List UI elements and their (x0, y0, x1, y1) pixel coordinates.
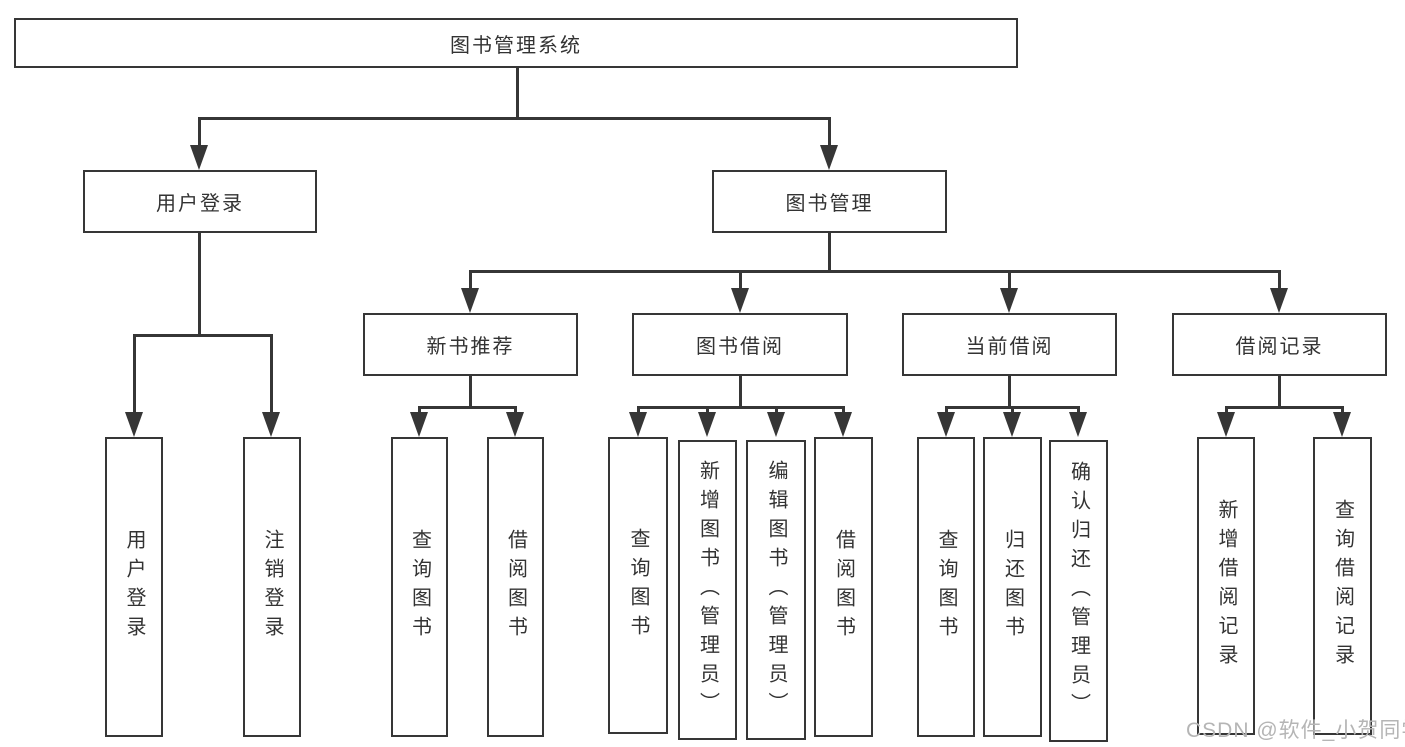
node-book-mgmt-label: 图书管理 (785, 193, 874, 215)
node-book-borrow-label: 图书借阅 (696, 336, 784, 358)
arrowhead-icon (461, 288, 479, 313)
node-user-login: 用户登录 (83, 170, 317, 233)
connector-line (133, 334, 273, 337)
arrowhead-icon (1069, 412, 1087, 437)
leaf-user-login: 用户登录 (105, 437, 163, 737)
node-user-login-label: 用户登录 (156, 193, 244, 215)
connector-line (1225, 406, 1344, 409)
leaf-bb-edit-books: 编辑图书（管理员） (746, 440, 806, 740)
leaf-rec-query-books: 查询图书 (391, 437, 448, 737)
leaf-rec-borrow-books-label: 借阅图书 (504, 529, 527, 645)
leaf-br-query-record-label: 查询借阅记录 (1331, 499, 1354, 673)
arrowhead-icon (125, 412, 143, 437)
connector-line (828, 233, 831, 273)
arrowhead-icon (1003, 412, 1021, 437)
arrowhead-icon (937, 412, 955, 437)
arrowhead-icon (1270, 288, 1288, 313)
connector-line (469, 270, 472, 292)
arrowhead-icon (767, 412, 785, 437)
node-current-borrow-label: 当前借阅 (965, 336, 1054, 358)
leaf-br-add-record-label: 新增借阅记录 (1215, 499, 1237, 673)
node-new-book-rec-label: 新书推荐 (426, 336, 515, 358)
leaf-rec-query-books-label: 查询图书 (408, 529, 431, 645)
leaf-bb-add-books: 新增图书（管理员） (678, 440, 737, 740)
connector-line (1008, 270, 1011, 292)
leaf-rec-borrow-books: 借阅图书 (487, 437, 544, 737)
connector-line (133, 334, 136, 416)
connector-line (1278, 376, 1281, 409)
connector-line (516, 68, 519, 120)
node-new-book-rec: 新书推荐 (363, 313, 578, 376)
node-root-label: 图书管理系统 (450, 34, 582, 57)
leaf-cb-confirm-return-label: 确认归还（管理员） (1067, 460, 1090, 722)
arrowhead-icon (698, 412, 716, 437)
leaf-cb-query-books-label: 查询图书 (935, 529, 957, 645)
leaf-cb-confirm-return: 确认归还（管理员） (1049, 440, 1108, 742)
leaf-cb-query-books: 查询图书 (917, 437, 975, 737)
node-borrow-records: 借阅记录 (1172, 313, 1387, 376)
arrowhead-icon (629, 412, 647, 437)
leaf-logout: 注销登录 (243, 437, 301, 737)
leaf-br-add-record: 新增借阅记录 (1197, 437, 1255, 735)
arrowhead-icon (410, 412, 428, 437)
arrowhead-icon (506, 412, 524, 437)
arrowhead-icon (1217, 412, 1235, 437)
node-book-mgmt: 图书管理 (712, 170, 947, 233)
connector-line (739, 270, 742, 292)
leaf-br-query-record: 查询借阅记录 (1313, 437, 1372, 735)
connector-line (270, 334, 273, 416)
leaf-cb-return-books-label: 归还图书 (1001, 529, 1024, 645)
connector-line (198, 233, 201, 337)
arrowhead-icon (731, 288, 749, 313)
leaf-bb-query-books-label: 查询图书 (627, 527, 649, 644)
connector-line (1008, 376, 1011, 409)
leaf-user-login-label: 用户登录 (123, 529, 145, 645)
connector-line (418, 406, 517, 409)
leaf-bb-edit-books-label: 编辑图书（管理员） (765, 459, 787, 721)
leaf-logout-label: 注销登录 (261, 529, 283, 645)
leaf-bb-borrow-books: 借阅图书 (814, 437, 873, 737)
arrowhead-icon (834, 412, 852, 437)
connector-line (1278, 270, 1281, 292)
node-current-borrow: 当前借阅 (902, 313, 1117, 376)
node-book-borrow: 图书借阅 (632, 313, 848, 376)
connector-line (739, 376, 742, 409)
leaf-bb-query-books: 查询图书 (608, 437, 668, 734)
leaf-bb-borrow-books-label: 借阅图书 (832, 529, 855, 645)
connector-line (469, 270, 1281, 273)
arrowhead-icon (1000, 288, 1018, 313)
node-root: 图书管理系统 (14, 18, 1018, 68)
csdn-watermark: CSDN @软件_小贺同学 (1186, 719, 1405, 742)
arrowhead-icon (820, 145, 838, 170)
connector-line (198, 117, 201, 149)
connector-line (469, 376, 472, 409)
leaf-bb-add-books-label: 新增图书（管理员） (696, 459, 719, 721)
connector-line (198, 117, 831, 120)
arrowhead-icon (190, 145, 208, 170)
connector-line (828, 117, 831, 149)
node-borrow-records-label: 借阅记录 (1235, 336, 1324, 358)
arrowhead-icon (262, 412, 280, 437)
connector-line (637, 406, 845, 409)
arrowhead-icon (1333, 412, 1351, 437)
leaf-cb-return-books: 归还图书 (983, 437, 1042, 737)
